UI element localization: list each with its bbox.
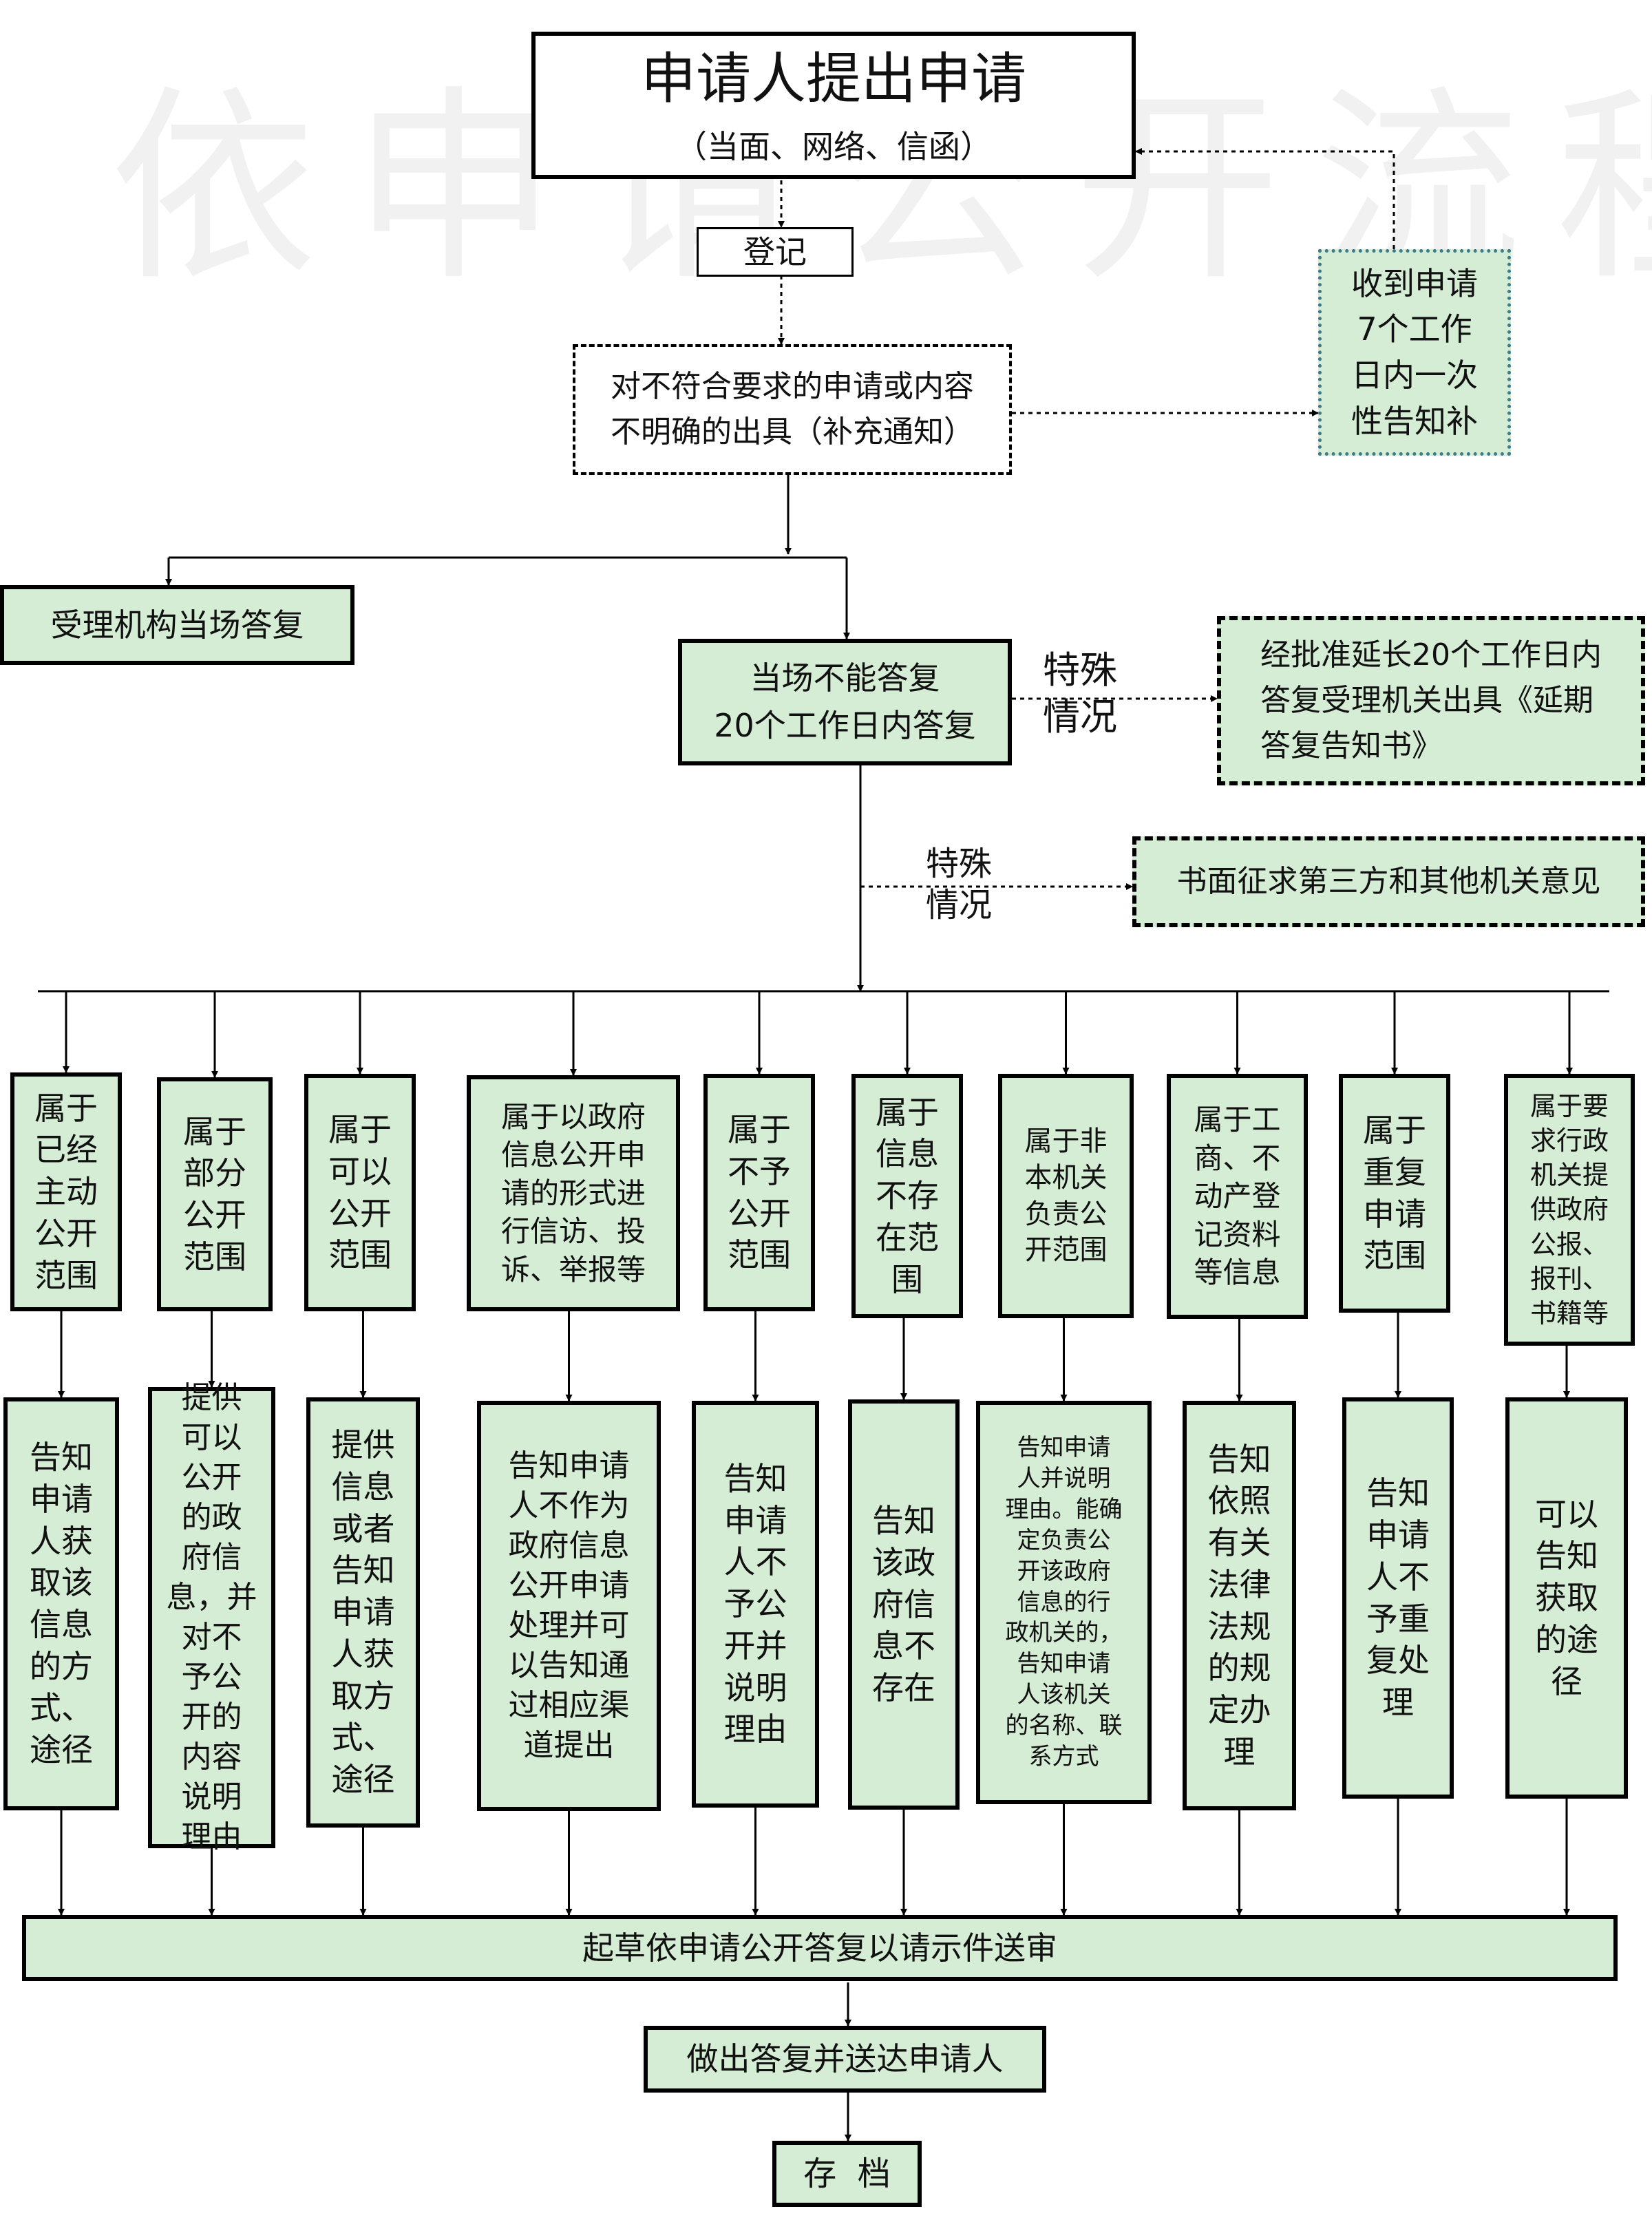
- category-box-9: 属于 重复 申请 范围: [1339, 1074, 1450, 1313]
- apply-title: 申请人提出申请: [641, 47, 1026, 111]
- response-box-9: 告知 申请 人不 予重 复处 理: [1342, 1397, 1454, 1799]
- node-supplement: 对不符合要求的申请或内容 不明确的出具（补充通知）: [573, 344, 1012, 475]
- label-special-case-1: 特殊 情况: [1043, 648, 1117, 739]
- response-box-1: 告知 申请 人获 取该 信息 的方 式、 途径: [3, 1397, 119, 1810]
- node-archive: 存 档: [772, 2141, 922, 2207]
- response-box-8: 告知 依照 有关 法律 法规 的规 定办 理: [1183, 1401, 1296, 1810]
- arrow-receive-to-apply: [1135, 148, 1395, 249]
- category-box-2: 属于 部分 公开 范围: [157, 1077, 273, 1311]
- node-draft: 起草依申请公开答复以请示件送审: [22, 1915, 1618, 1981]
- node-extension: 经批准延长20个工作日内 答复受理机关出具《延期 答复告知书》: [1217, 616, 1645, 785]
- category-box-6: 属于 信息 不存 在范 围: [851, 1074, 963, 1318]
- node-register: 登记: [697, 227, 854, 277]
- apply-subtitle: （当面、网络、信函）: [675, 128, 992, 165]
- node-cannot-reply: 当场不能答复 20个工作日内答复: [678, 639, 1012, 765]
- node-receive-notice: 收到申请 7个工作 日内一次 性告知补: [1318, 249, 1511, 456]
- node-deliver: 做出答复并送达申请人: [644, 2026, 1046, 2093]
- category-box-10: 属于要 求行政 机关提 供政府 公报、 报刊、 书籍等: [1504, 1074, 1635, 1346]
- node-apply: 申请人提出申请 （当面、网络、信函）: [531, 32, 1136, 179]
- category-box-1: 属于 已经 主动 公开 范围: [10, 1072, 122, 1311]
- category-box-7: 属于非 本机关 负责公 开范围: [998, 1074, 1134, 1318]
- response-box-3: 提供 信息 或者 告知 申请 人获 取方 式、 途径: [306, 1397, 420, 1828]
- category-box-8: 属于工 商、不 动产登 记资料 等信息: [1167, 1074, 1308, 1319]
- node-onsite-reply: 受理机构当场答复: [0, 585, 354, 665]
- response-box-10: 可以 告知 获取 的途 径: [1505, 1397, 1628, 1799]
- response-box-6: 告知 该政 府信 息不 存在: [848, 1399, 960, 1810]
- category-box-5: 属于 不予 公开 范围: [703, 1074, 815, 1311]
- category-box-3: 属于 可以 公开 范围: [304, 1074, 416, 1311]
- category-box-4: 属于以政府 信息公开申 请的形式进 行信访、投 诉、举报等: [467, 1075, 680, 1311]
- response-box-7: 告知申请 人并说明 理由。能确 定负责公 开该政府 信息的行 政机关的， 告知申…: [976, 1401, 1152, 1804]
- response-box-2: 提供 可以 公开 的政 府信 息，并 对不 予公 开的 内容 说明 理由: [148, 1380, 275, 1854]
- response-box-5: 告知 申请 人不 予公 开并 说明 理由: [692, 1401, 819, 1808]
- node-third-party: 书面征求第三方和其他机关意见: [1132, 836, 1645, 927]
- response-box-4: 告知申请 人不作为 政府信息 公开申请 处理并可 以告知通 过相应渠 道提出: [477, 1401, 661, 1811]
- label-special-case-2: 特殊 情况: [926, 845, 993, 924]
